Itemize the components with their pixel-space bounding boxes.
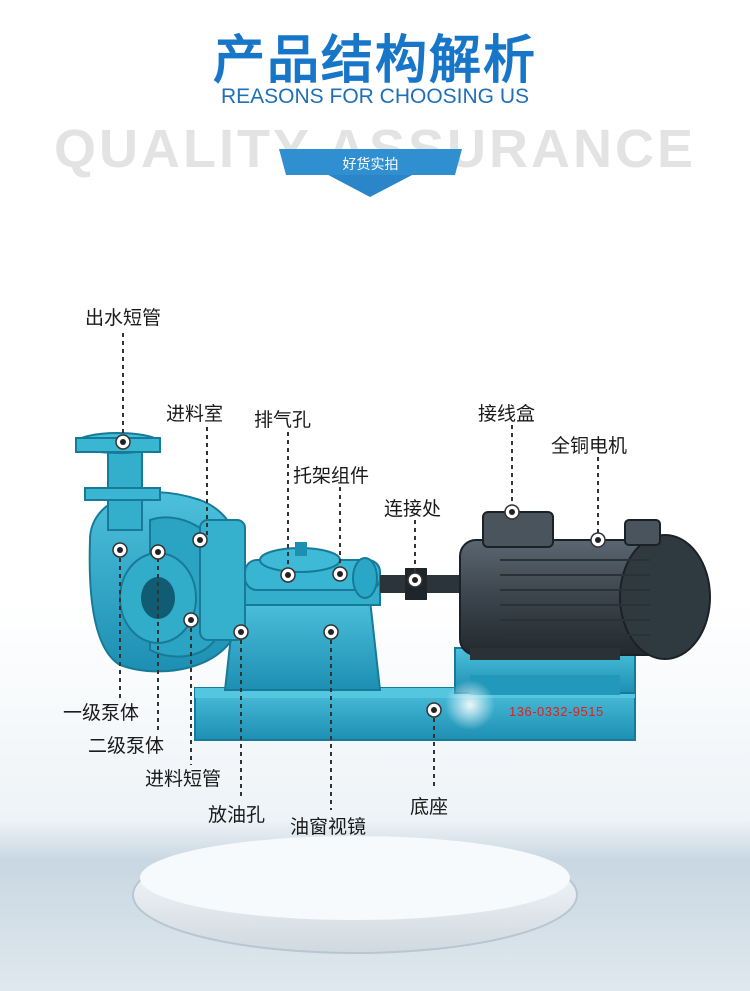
banner-ribbon bbox=[279, 149, 462, 197]
label-exhaust-hole: 排气孔 bbox=[254, 409, 312, 431]
banner-label: 好货实拍 bbox=[342, 157, 399, 173]
label-oil-drain: 放油孔 bbox=[208, 804, 266, 826]
label-base: 底座 bbox=[410, 796, 449, 818]
label-outlet-pipe: 出水短管 bbox=[85, 307, 162, 329]
label-copper-motor: 全铜电机 bbox=[551, 435, 628, 457]
label-connection: 连接处 bbox=[384, 498, 442, 520]
label-junction-box: 接线盒 bbox=[478, 403, 536, 425]
label-stage2-body: 二级泵体 bbox=[88, 735, 165, 757]
label-feed-chamber: 进料室 bbox=[166, 403, 224, 425]
label-oil-window: 油窗视镜 bbox=[290, 816, 367, 838]
contact-phone: 136-0332-9515 bbox=[509, 704, 604, 719]
label-bracket-assembly: 托架组件 bbox=[293, 465, 370, 487]
page-subtitle: REASONS FOR CHOOSING US bbox=[220, 85, 530, 108]
page-title: 产品结构解析 bbox=[212, 31, 537, 91]
label-inlet-pipe: 进料短管 bbox=[145, 768, 222, 790]
label-stage1-body: 一级泵体 bbox=[63, 702, 140, 724]
